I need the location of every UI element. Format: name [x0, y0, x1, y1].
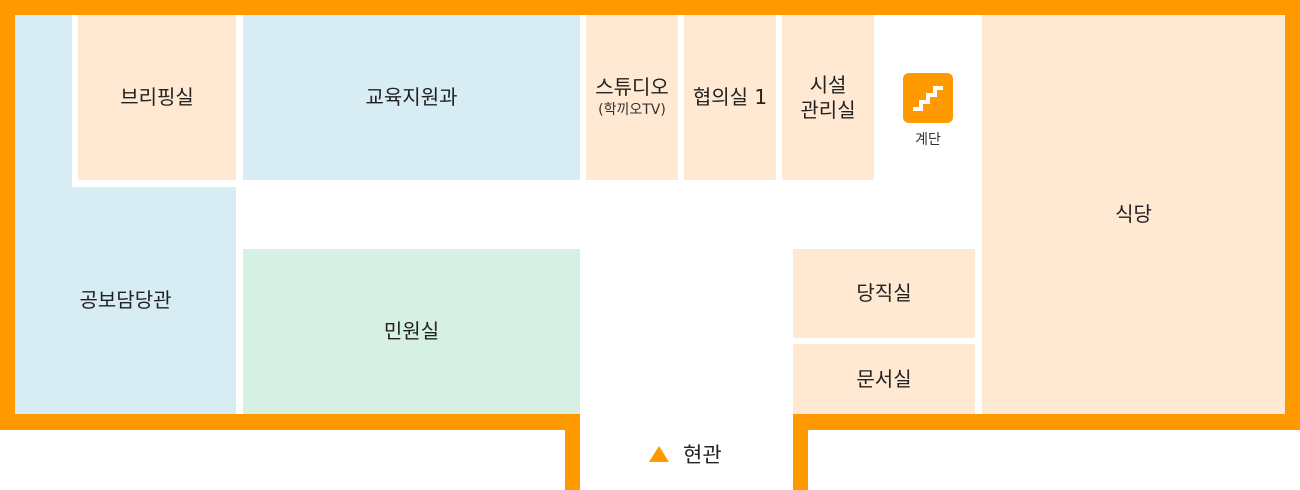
entrance-label: 현관 — [683, 443, 722, 467]
cafeteria-label: 식당 — [1115, 202, 1152, 226]
public-relations-strip — [15, 15, 72, 187]
room-briefing[interactable]: 브리핑실 — [78, 15, 236, 180]
entrance-post-right — [793, 414, 808, 490]
wall-right — [1285, 0, 1300, 430]
facility-label-line2: 관리실 — [800, 97, 856, 122]
arrow-up-icon — [649, 446, 669, 462]
civil-affairs-label: 민원실 — [383, 319, 440, 343]
stairs-label: 계단 — [915, 132, 941, 148]
education-support-label: 교육지원과 — [365, 85, 458, 109]
studio-label: 스튜디오 — [595, 75, 669, 100]
room-documents[interactable]: 문서실 — [793, 344, 975, 414]
facility-label-line1: 시설 — [809, 72, 847, 97]
wall-left — [0, 0, 15, 430]
room-cafeteria[interactable]: 식당 — [982, 15, 1285, 414]
stairs[interactable]: 계단 — [903, 73, 953, 149]
documents-label: 문서실 — [856, 366, 912, 391]
room-education-support[interactable]: 교육지원과 — [243, 15, 580, 180]
entrance[interactable]: 현관 — [649, 439, 722, 469]
room-facility-management[interactable]: 시설 관리실 — [782, 15, 874, 180]
room-meeting-1[interactable]: 협의실 1 — [684, 15, 776, 180]
meeting-1-label: 협의실 1 — [692, 85, 768, 109]
wall-bottom-left — [0, 414, 580, 430]
wall-top — [0, 0, 1300, 15]
entrance-post-left — [565, 414, 580, 490]
wall-bottom-right — [793, 414, 1300, 430]
studio-sublabel: (학끼오TV) — [598, 102, 666, 119]
briefing-label: 브리핑실 — [120, 85, 194, 109]
room-studio[interactable]: 스튜디오 (학끼오TV) — [586, 15, 678, 180]
room-civil-affairs[interactable]: 민원실 — [243, 249, 580, 414]
stairs-icon — [903, 73, 953, 123]
room-duty[interactable]: 당직실 — [793, 249, 975, 338]
room-public-relations[interactable]: 공보담당관 — [15, 187, 236, 414]
public-relations-label: 공보담당관 — [79, 288, 172, 312]
duty-label: 당직실 — [856, 281, 912, 305]
